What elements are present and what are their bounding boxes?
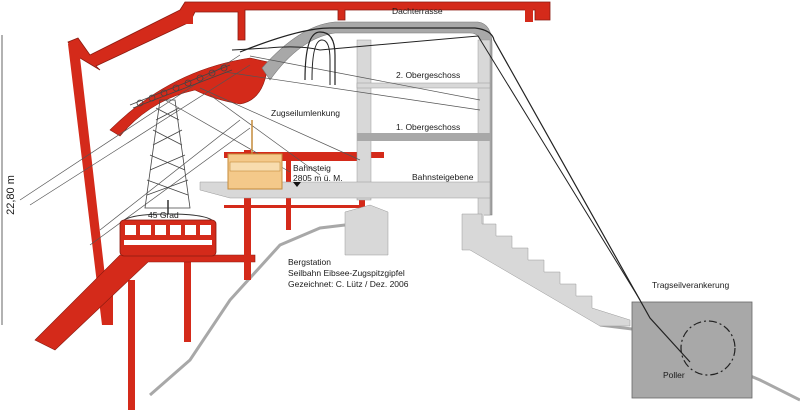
stairs [461, 213, 631, 327]
haul-rope-2 [224, 71, 481, 111]
anchoring-block [631, 301, 753, 399]
anchoring-label: Tragseilverankerung [652, 280, 729, 290]
height-label: 22,80 m [5, 175, 17, 215]
foundation-block [344, 204, 389, 256]
angle-label: 45 Grad [148, 210, 179, 220]
wheel [208, 69, 216, 77]
platform-label-line2: 2805 m ü. M. [293, 173, 343, 183]
track-cable-second [231, 35, 641, 301]
left-column [68, 40, 112, 325]
station-credit: Gezeichnet: C. Lütz / Dez. 2006 [288, 279, 409, 289]
wheel [172, 84, 180, 92]
carriage-wheels [129, 64, 233, 109]
wheel [184, 79, 192, 87]
tower-outline [144, 99, 191, 209]
inner-post-3 [359, 152, 365, 252]
beam-upper [224, 152, 384, 158]
wheel [196, 74, 204, 82]
platform-level-label: Bahnsteigebene [412, 172, 474, 182]
cabin-docked [227, 120, 283, 190]
concrete-building [199, 21, 631, 327]
cabin-window [170, 225, 181, 235]
slab-floor1 [357, 133, 490, 141]
cabin-window [140, 225, 151, 235]
platform-label-line1: Bahnsteig [293, 163, 331, 173]
deflection-rope-c [209, 94, 321, 176]
cabin-window [125, 225, 136, 235]
floor1-label: 1. Obergeschoss [396, 122, 460, 132]
station-title: Bergstation [288, 257, 331, 267]
beam-middle [244, 158, 360, 161]
haul-rope-4 [29, 64, 251, 206]
wheel [220, 64, 228, 72]
track-cable-main [239, 27, 691, 363]
terrace-label: Dachterrasse [392, 6, 443, 16]
cabin-lower-band [124, 240, 212, 245]
building-column [356, 39, 372, 201]
steel-structure [34, 1, 551, 410]
bollard-circle [680, 320, 736, 376]
deflection-rope-b [199, 87, 361, 161]
station-subtitle: Seilbahn Eibsee-Zugspitzgipfel [288, 268, 405, 278]
support-ramp [34, 254, 256, 351]
haul-rope-1 [249, 55, 481, 101]
wheel [136, 99, 144, 107]
cabin-windows [124, 225, 212, 245]
cabin-window [200, 225, 211, 235]
anchor-post-2 [184, 256, 191, 342]
cabin-inclined [119, 200, 217, 257]
column-foot [105, 290, 113, 325]
deflection-wheel-inner [311, 39, 331, 85]
rope-saddle [109, 57, 269, 137]
slab-floor2 [356, 82, 491, 89]
wheel-set [136, 64, 228, 107]
wheel [160, 89, 168, 97]
cable-deflection-label: Zugseilumlenkung [271, 108, 340, 118]
deflection-wheel [304, 31, 336, 85]
ground-line [149, 223, 346, 397]
beam-lower [224, 205, 359, 208]
cabin-body [227, 153, 283, 190]
roof-post-left [185, 6, 193, 24]
haul-rope-3 [19, 54, 241, 201]
level-marker [293, 182, 301, 187]
cabin-window [155, 225, 166, 235]
anchor-post-1 [128, 280, 135, 410]
inner-rope [99, 119, 241, 231]
roof-post-right [525, 8, 533, 22]
wheel [148, 94, 156, 102]
bollard-label: Poller [663, 370, 685, 380]
floor2-label: 2. Obergeschoss [396, 70, 460, 80]
cables [19, 27, 691, 363]
cabin-window-band [229, 161, 281, 172]
cabin-window [185, 225, 196, 235]
inner-post-1 [244, 150, 251, 280]
tower-bracing [146, 107, 189, 196]
lattice-tower [129, 64, 233, 209]
